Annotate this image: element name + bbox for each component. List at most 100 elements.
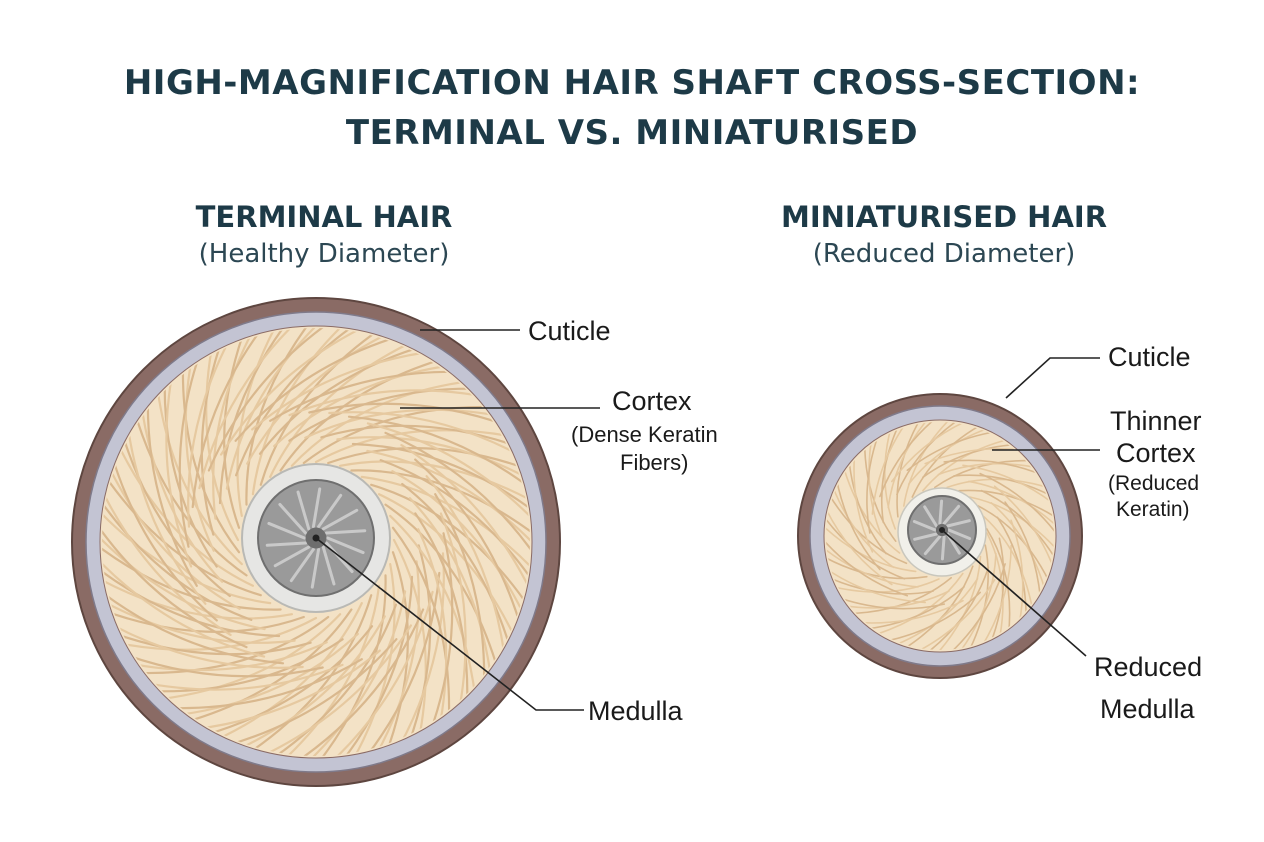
cortex-fiber bbox=[132, 615, 330, 675]
medulla-texture-line bbox=[324, 529, 367, 535]
cortex-fiber bbox=[212, 602, 363, 743]
cortex-fiber bbox=[290, 379, 477, 467]
cortex-fiber bbox=[401, 482, 513, 655]
terminal-cuticle-label: Cuticle bbox=[528, 316, 611, 346]
cortex-fiber bbox=[155, 613, 342, 701]
miniaturised-cuticle-label: Cuticle bbox=[1108, 342, 1191, 372]
cortex-fiber bbox=[258, 343, 431, 455]
cortex-fiber bbox=[871, 422, 917, 515]
cortex-fiber bbox=[962, 464, 1054, 515]
cortex-fiber bbox=[320, 424, 524, 450]
cortex-fiber bbox=[826, 540, 919, 588]
page-title: HIGH-MAGNIFICATION HAIR SHAFT CROSS-SECT… bbox=[0, 58, 1264, 158]
cortex-fiber bbox=[843, 577, 952, 615]
cortex-fiber bbox=[920, 566, 990, 650]
cortex-fiber bbox=[336, 436, 530, 483]
terminal-medulla-label: Medulla bbox=[588, 696, 684, 726]
cortex-fiber bbox=[350, 469, 530, 542]
cortex-fiber bbox=[102, 503, 272, 605]
title-line-2: TERMINAL VS. MINIATURISED bbox=[345, 113, 919, 153]
cortex-fiber bbox=[439, 512, 467, 717]
cortex-fiber bbox=[954, 552, 997, 650]
cortex-fiber bbox=[395, 552, 445, 753]
cortex-fiber bbox=[235, 328, 365, 477]
cortex-fiber bbox=[327, 447, 530, 472]
terminal-cortex-label: Cortex bbox=[612, 386, 692, 416]
cortex-fiber bbox=[102, 469, 262, 597]
cortex-fiber bbox=[163, 658, 363, 710]
cortex-fiber bbox=[218, 328, 294, 505]
cortex-fiber bbox=[102, 608, 305, 633]
cortex-fiber bbox=[119, 651, 324, 678]
miniaturised-medulla-leader-dot bbox=[939, 527, 945, 533]
terminal-medulla-leader-dot bbox=[312, 534, 320, 542]
medulla-texture-line bbox=[326, 536, 365, 555]
cortex-fiber bbox=[245, 328, 318, 506]
cortex-fiber bbox=[279, 584, 381, 756]
cortex-fiber bbox=[826, 518, 917, 573]
medulla-texture-line bbox=[947, 528, 972, 541]
terminal-cortex-note-1: (Dense Keratin bbox=[571, 422, 718, 447]
medulla-texture-line bbox=[296, 490, 311, 531]
cortex-fiber bbox=[113, 436, 254, 587]
medulla-texture-line bbox=[946, 519, 971, 528]
terminal-hair-header: TERMINAL HAIR (Healthy Diameter) bbox=[64, 198, 584, 272]
miniaturised-hair-subheading: (Reduced Diameter) bbox=[812, 239, 1076, 269]
cortex-fiber bbox=[308, 402, 513, 429]
cortex-fiber bbox=[246, 328, 399, 465]
cortex-fiber bbox=[139, 396, 224, 583]
cortex-fiber bbox=[102, 491, 253, 621]
medulla-texture-line bbox=[923, 534, 942, 556]
cortex-fiber bbox=[986, 532, 1004, 647]
cortex-fiber bbox=[384, 503, 500, 674]
cortex-fiber bbox=[896, 422, 973, 496]
miniaturised-cortex-note-2: Keratin) bbox=[1116, 498, 1190, 521]
cortex-fiber bbox=[980, 489, 1054, 571]
cortex-fiber bbox=[205, 337, 240, 542]
cortex-fiber bbox=[223, 328, 248, 529]
cortex-fiber bbox=[986, 528, 1011, 641]
cortex-fiber bbox=[943, 563, 1006, 650]
cortex-fiber bbox=[360, 475, 530, 577]
cortex-fiber bbox=[103, 619, 304, 669]
cortex-fiber bbox=[259, 328, 387, 486]
medulla-texture-line bbox=[324, 541, 354, 574]
miniaturised-hair-header: MINIATURISED HAIR (Reduced Diameter) bbox=[684, 198, 1204, 272]
cortex-fiber bbox=[207, 328, 341, 472]
cortex-fiber bbox=[102, 527, 266, 631]
cortex-fiber bbox=[198, 328, 306, 490]
title-line-1: HIGH-MAGNIFICATION HAIR SHAFT CROSS-SECT… bbox=[123, 63, 1141, 103]
cortex-fiber bbox=[200, 332, 226, 536]
cortex-fiber bbox=[269, 370, 469, 422]
cortex-fiber bbox=[102, 538, 282, 611]
medulla-texture-line bbox=[912, 519, 937, 532]
cortex-fiber bbox=[182, 608, 353, 724]
cortex-fiber bbox=[184, 349, 215, 552]
cortex-fiber bbox=[384, 551, 409, 756]
cortex-fiber bbox=[102, 597, 296, 644]
cortex-fiber bbox=[269, 337, 420, 478]
cortex-fiber bbox=[391, 470, 529, 623]
cortex-fiber bbox=[155, 379, 243, 566]
cortex-fiber bbox=[350, 563, 396, 756]
medulla-texture-line bbox=[923, 505, 938, 528]
cortex-fiber bbox=[389, 514, 477, 701]
cortex-fiber bbox=[132, 406, 248, 577]
cortex-fiber bbox=[366, 422, 530, 530]
cortex-fiber bbox=[338, 575, 414, 756]
cortex-fiber bbox=[361, 571, 441, 756]
cortex-fiber bbox=[165, 363, 193, 568]
cortex-fiber bbox=[384, 431, 530, 565]
cortex-fiber bbox=[898, 565, 974, 650]
cortex-fiber bbox=[347, 415, 530, 495]
miniaturised-cuticle-leader bbox=[1005, 357, 1100, 399]
cortex-fiber bbox=[868, 572, 964, 638]
miniaturised-medulla-texture bbox=[912, 499, 972, 561]
cortex-fiber bbox=[251, 328, 353, 496]
cortex-fiber bbox=[212, 328, 259, 520]
cortex-fiber bbox=[326, 590, 434, 756]
cortex-fiber bbox=[102, 562, 281, 638]
cortex-fiber bbox=[891, 422, 984, 483]
cortex-fiber bbox=[370, 483, 530, 611]
cortex-fiber bbox=[931, 555, 982, 650]
